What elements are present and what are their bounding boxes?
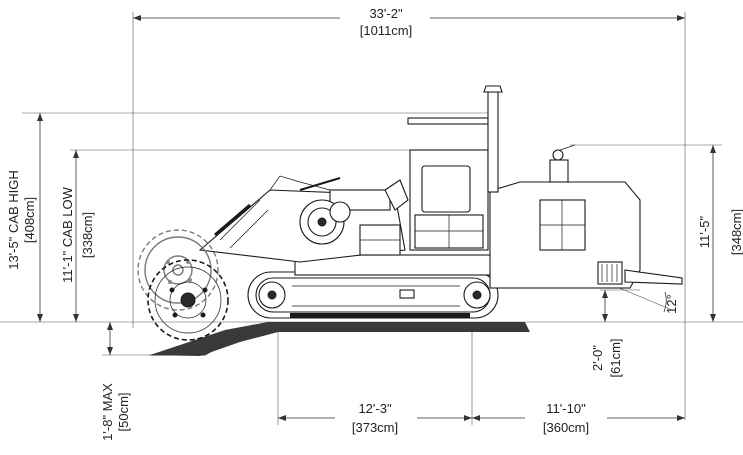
exhaust-stack [487,91,499,193]
cutting-wheel [137,229,219,311]
track-length-imperial: 12'-3" [358,401,392,416]
clearance-dimension: 2'-0" [61cm] [590,289,640,378]
departure-angle-label: 12° [664,294,679,314]
cab-high-metric: [408cm] [22,197,37,243]
rear-length-metric: [360cm] [543,420,589,435]
track-rollers [258,281,491,309]
overall-length-imperial: 33'-2" [369,6,403,21]
depth-max-dimension: 1'-8" MAX [50cm] [100,322,160,441]
overall-length-metric: [1011cm] [360,23,413,38]
cab-low-metric: [338cm] [80,212,95,258]
depth-max-metric: [50cm] [116,392,131,431]
clearance-imperial: 2'-0" [590,345,605,371]
cab-low-imperial: 11'-1" CAB LOW [60,186,75,282]
overall-length-dimension: 33'-2" [1011cm] [132,6,686,420]
clearance-metric: [61cm] [608,338,623,377]
trencher-machine [137,85,683,341]
trench-spoil [150,322,530,356]
depth-max-imperial: 1'-8" MAX [100,383,115,441]
rear-length-imperial: 11'-10" [546,401,586,416]
rear-height-dimension: 11'-5" [348cm] [570,144,743,322]
track-length-dimension: 12'-3" [373cm] [277,330,473,438]
cab-high-imperial: 13'-5" CAB HIGH [6,170,21,270]
cab-roof [407,117,489,125]
cab-high-dimension: 13'-5" CAB HIGH [408cm] [6,112,490,322]
track-length-metric: [373cm] [352,420,398,435]
track-shoes [290,313,470,318]
cutting-wheel-lowered [147,259,229,341]
cab-low-dimension: 11'-1" CAB LOW [338cm] [60,149,410,322]
rear-height-metric: [348cm] [729,209,743,255]
rear-length-dimension: 11'-10" [360cm] [472,400,685,438]
rear-height-imperial: 11'-5" [697,216,712,249]
